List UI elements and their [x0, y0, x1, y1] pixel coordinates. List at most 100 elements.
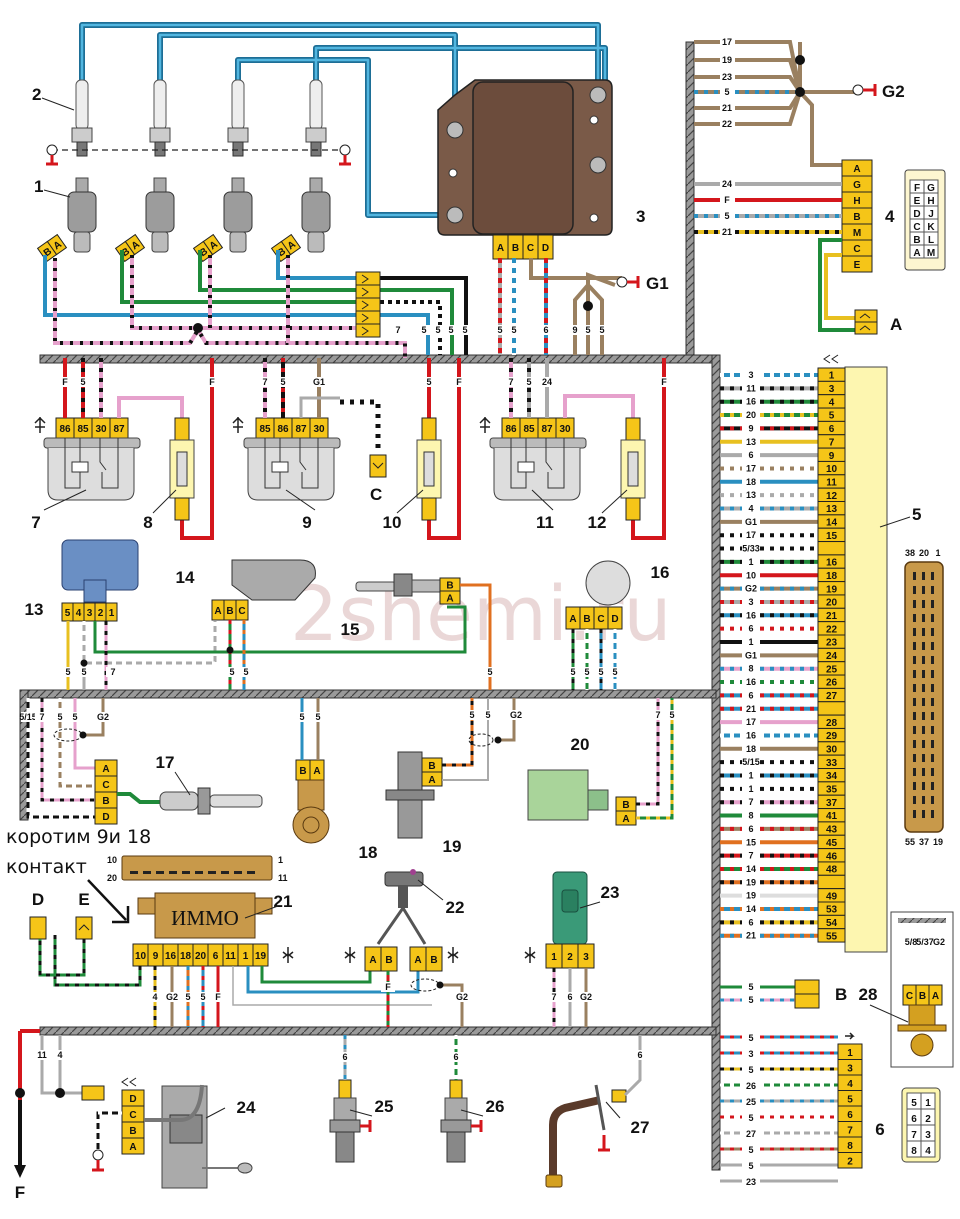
speed-pin-1-label: 1: [551, 952, 557, 963]
label-27: 27: [631, 1118, 650, 1137]
wire: [93, 605, 467, 654]
label-8: 8: [143, 513, 152, 532]
diag-face-pin: D: [913, 209, 920, 220]
label-9: 9: [302, 513, 311, 532]
o2-pin-A-label: A: [102, 764, 109, 775]
wire-number: 18: [746, 744, 756, 754]
injector-connector: BA: [270, 233, 302, 263]
wire-number: 6: [567, 992, 572, 1002]
wire-number: 17: [746, 530, 756, 540]
wire-number: 23: [722, 72, 732, 82]
knock-pin-A-label: A: [313, 766, 320, 777]
label-28: 28: [859, 985, 878, 1004]
crank-pin-a-label: A: [428, 775, 435, 786]
speed-pin-2-label: 2: [567, 952, 573, 963]
ground-icon: [471, 1120, 483, 1132]
wire-number: F: [724, 195, 730, 205]
label-6: 6: [875, 1120, 884, 1139]
indicator-pin-a2-label: A: [414, 955, 421, 966]
connector-symbol-icon: [344, 947, 356, 963]
wire: [460, 583, 492, 690]
fuse-terminal: [625, 497, 641, 521]
ground-g2-label: G2: [882, 82, 905, 101]
ecu-pin-blank: [817, 541, 846, 556]
fuel-injector-3: BA: [192, 177, 253, 263]
wire-number: 7: [262, 377, 267, 387]
ecu-pin-6-label: 6: [829, 424, 835, 435]
wire-stripe: [96, 1111, 122, 1150]
wire-number: 7: [110, 667, 115, 677]
relay-pin-30-label: 30: [559, 424, 571, 435]
label-17: 17: [156, 753, 175, 772]
diag-face-pin: H: [927, 196, 934, 207]
ignition-pin-C-label: C: [527, 243, 534, 254]
wire-number: 24: [722, 179, 732, 189]
o2-pin-D-label: D: [102, 812, 109, 823]
ecu-face-bottom-label: 37: [919, 837, 929, 847]
injector-wires: [43, 250, 468, 358]
fuse-terminal: [174, 417, 190, 441]
wire-number: 5: [315, 712, 320, 722]
indicator-pin-a-label: A: [369, 955, 376, 966]
ecu-pin-35-label: 35: [826, 785, 838, 796]
wire: [427, 358, 461, 540]
wire-number: 7: [551, 992, 556, 1002]
wire-number: 5: [200, 992, 205, 1002]
connector-c-label: C: [370, 485, 382, 504]
wire-number: 21: [722, 227, 732, 237]
wire-number: F: [62, 377, 68, 387]
ecu-pin-blank: [817, 701, 846, 716]
purge-pin-b-label: B: [622, 800, 629, 811]
diag-pin-A-label: A: [853, 164, 860, 175]
knock-pin-B-label: B: [299, 766, 306, 777]
wire-number: 5: [748, 995, 753, 1005]
indicator-pin-b-label: B: [385, 955, 392, 966]
iac-pin-A-label: A: [569, 614, 576, 625]
wire-number: 19: [746, 877, 756, 887]
maf-pin-5-label: 5: [65, 608, 71, 619]
iac-pin-D-label: D: [611, 614, 618, 625]
wire-number: 5: [462, 325, 467, 335]
spark-plug-2: [149, 79, 171, 157]
oxygen-sensor: 17: [156, 753, 263, 815]
pin-a: [202, 233, 224, 256]
diag-face-pin: K: [927, 222, 935, 233]
relay-pin-85-label: 85: [523, 424, 535, 435]
maf-pin-4-label: 4: [76, 608, 82, 619]
wire-number: 15: [746, 837, 756, 847]
diag-face-pin: B: [913, 235, 920, 246]
wire: [442, 698, 474, 767]
relay-pin-85-label: 85: [259, 424, 271, 435]
instr-pin-5-label: 5: [847, 1094, 853, 1105]
coolant-gauge-sensor: 26: [440, 1079, 504, 1163]
tps-pin-C: [235, 599, 249, 621]
ecu-face-bottom-label: 55: [905, 837, 915, 847]
ground-g1-label: G1: [646, 274, 669, 293]
label-24: 24: [237, 1098, 256, 1117]
arrow-down-icon: [14, 1165, 26, 1178]
wire: [82, 621, 217, 665]
ecu-pin-4-label: 4: [829, 397, 835, 408]
wire-number: 7: [395, 325, 400, 335]
ecu-pin-12-label: 12: [826, 491, 838, 502]
instr-pin-2: [837, 1152, 863, 1169]
diag-face-pin: J: [928, 209, 934, 220]
wire-number: F: [661, 377, 667, 387]
wire-number: G2: [166, 992, 178, 1002]
wire-number: G2: [456, 992, 468, 1002]
instr-pin-3-label: 3: [847, 1063, 853, 1074]
diag-pin-C-label: C: [853, 244, 860, 255]
wire-number: 7: [508, 377, 513, 387]
wire: [38, 939, 86, 977]
fuel-pump-module: 24: [144, 1084, 256, 1189]
wire-number: 7: [748, 851, 753, 861]
diag-face-pin: G: [927, 183, 935, 194]
cts-pin-b-label: B: [446, 581, 453, 592]
spark-plug-4: [305, 79, 327, 157]
octane-wire-label: 5/8: [905, 937, 918, 947]
wire-number: 8: [748, 664, 753, 674]
